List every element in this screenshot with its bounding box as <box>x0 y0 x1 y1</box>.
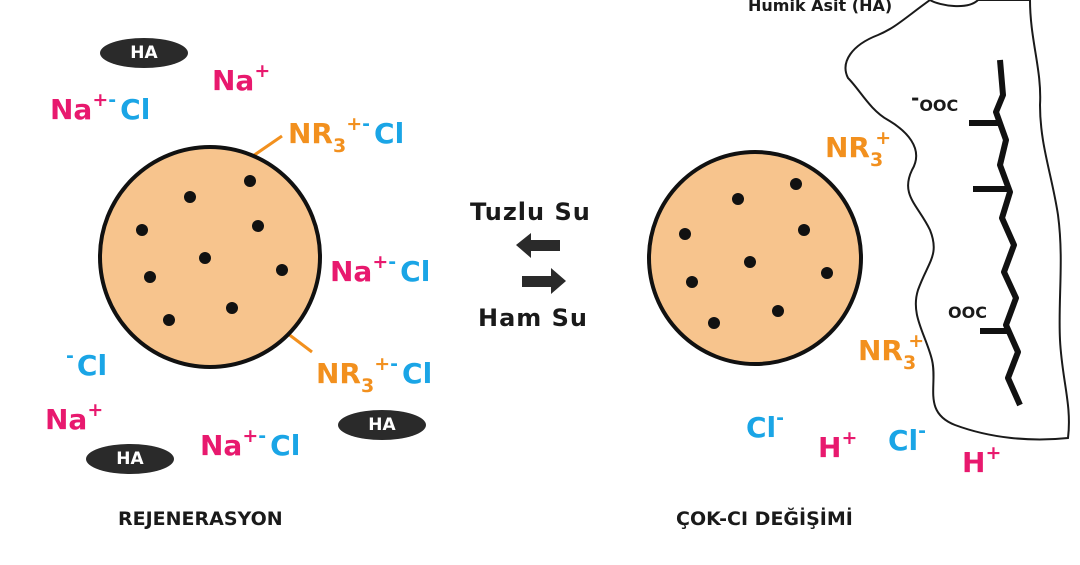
ion-na-cl-upper: Na+-Cl <box>50 91 151 126</box>
bead-site <box>708 317 720 329</box>
anion-label: Cl <box>120 93 151 126</box>
bead-site <box>679 228 691 240</box>
bead-site <box>144 271 156 283</box>
ooc-top: -OOC <box>911 88 959 115</box>
amine-label: NR <box>858 334 903 367</box>
ion-na-top: Na+ <box>212 62 270 97</box>
humic-acid-chain <box>993 59 1023 407</box>
ha-badge: HA <box>338 410 426 440</box>
bead-site <box>276 264 288 276</box>
cation-charge: + <box>242 425 259 447</box>
anion-charge: - <box>390 353 399 375</box>
bead-right-sites <box>679 178 833 329</box>
cation-charge: + <box>985 442 1002 464</box>
ion-cl-left: -Cl <box>66 347 108 382</box>
ha-badge: HA <box>100 38 188 68</box>
ion-nr3-right-top: NR3+ <box>825 129 891 170</box>
ion-h-right-2: H+ <box>962 444 1001 479</box>
label-brine: Tuzlu Su <box>470 198 591 226</box>
ooc-label: OOC <box>919 96 959 115</box>
bead-left-sites <box>136 175 288 326</box>
ion-h-right-1: H+ <box>818 429 857 464</box>
bead-amine-link-top <box>249 134 283 160</box>
bead-site <box>252 220 264 232</box>
cation-label: H <box>962 446 986 479</box>
bead-site <box>798 224 810 236</box>
cation-charge: + <box>87 399 104 421</box>
bead-site <box>184 191 196 203</box>
amine-label: NR <box>288 117 333 150</box>
ooc-charge: - <box>911 86 920 110</box>
cation-label: H <box>818 431 842 464</box>
amine-subscript: 3 <box>361 375 375 397</box>
cation-label: Na <box>200 429 243 462</box>
bead-site <box>744 256 756 268</box>
bead-site <box>136 224 148 236</box>
ion-nr3-cl-top: NR3+-Cl <box>288 115 405 156</box>
caption-regeneration: REJENERASYON <box>118 508 283 530</box>
anion-charge: - <box>918 420 927 442</box>
bead-site <box>163 314 175 326</box>
arrow-left-icon <box>516 233 560 258</box>
anion-charge: - <box>66 345 74 367</box>
cation-charge: + <box>254 60 271 82</box>
ion-na-cl-bottom: Na+-Cl <box>200 427 301 462</box>
amine-charge: + <box>374 353 391 375</box>
cation-label: Na <box>330 255 373 288</box>
arrow-right-icon <box>522 268 566 294</box>
ion-nr3-cl-bottom: NR3+-Cl <box>316 355 433 396</box>
amine-label: NR <box>825 131 870 164</box>
cation-charge: + <box>841 427 858 449</box>
cation-charge: + <box>92 89 109 111</box>
label-raw-water: Ham Su <box>478 304 589 332</box>
bead-site <box>772 305 784 317</box>
resin-bead-right <box>647 150 863 366</box>
ion-nr3-right-bottom: NR3+ <box>858 332 924 373</box>
anion-label: Cl <box>270 429 301 462</box>
ooc-bottom: OOC <box>948 303 987 322</box>
anion-label: Cl <box>374 117 405 150</box>
caption-multi-ion-exchange: ÇOK-CI DEĞİŞİMİ <box>676 508 853 530</box>
bead-site <box>199 252 211 264</box>
bead-site <box>821 267 833 279</box>
anion-charge: - <box>388 251 397 273</box>
anion-label: Cl <box>400 255 431 288</box>
amine-subscript: 3 <box>903 352 917 374</box>
ion-na-left: Na+ <box>45 401 103 436</box>
ha-badge: HA <box>86 444 174 474</box>
amine-charge: + <box>346 113 363 135</box>
anion-charge: - <box>108 89 117 111</box>
anion-label: Cl <box>746 411 777 444</box>
anion-label: Cl <box>76 349 108 382</box>
humic-acid-label: Humik Asit (HA) <box>748 0 893 15</box>
humic-acid-outline <box>844 0 1070 441</box>
anion-label: Cl <box>402 357 433 390</box>
bead-site <box>244 175 256 187</box>
amine-charge: + <box>875 127 892 149</box>
anion-charge: - <box>258 425 267 447</box>
cation-charge: + <box>372 251 389 273</box>
anion-label: Cl <box>888 424 919 457</box>
amine-subscript: 3 <box>333 135 347 157</box>
cation-label: Na <box>212 64 255 97</box>
bead-site <box>226 302 238 314</box>
cation-label: Na <box>45 403 88 436</box>
amine-subscript: 3 <box>870 149 884 171</box>
anion-charge: - <box>362 113 371 135</box>
amine-label: NR <box>316 357 361 390</box>
anion-charge: - <box>776 407 785 429</box>
ion-cl-right-1: Cl- <box>746 409 784 444</box>
ion-na-cl-mid: Na+-Cl <box>330 253 431 288</box>
ion-cl-right-2: Cl- <box>888 422 926 457</box>
bead-site <box>732 193 744 205</box>
amine-charge: + <box>908 330 925 352</box>
bead-site <box>790 178 802 190</box>
cation-label: Na <box>50 93 93 126</box>
bead-site <box>686 276 698 288</box>
